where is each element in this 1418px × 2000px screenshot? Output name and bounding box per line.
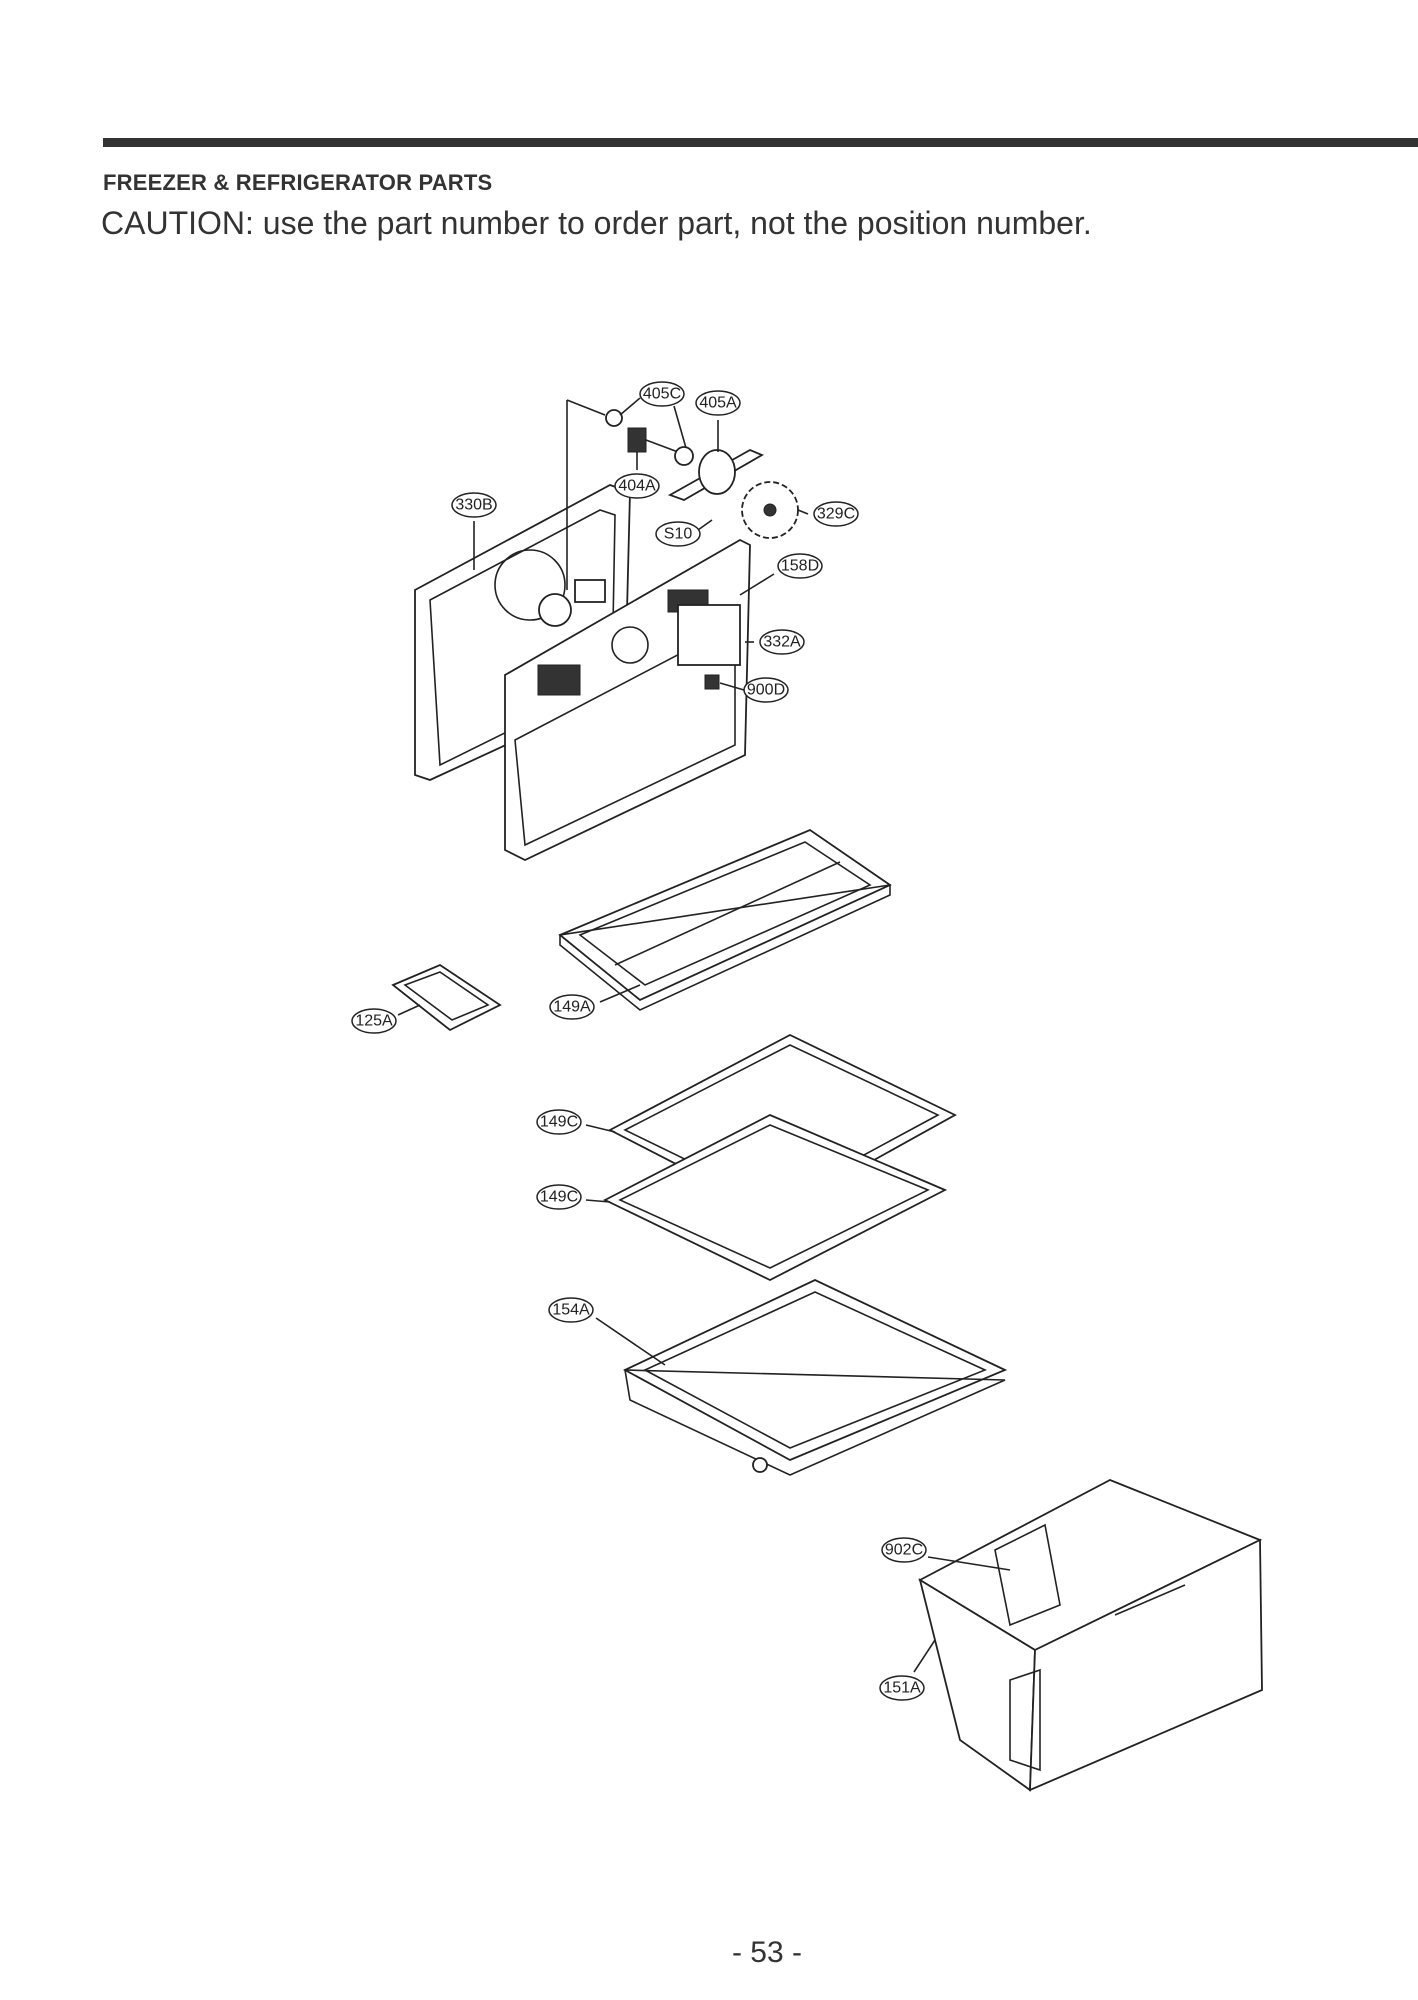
svg-text:404A: 404A (618, 478, 656, 495)
callout-149a: 149A (549, 994, 595, 1020)
svg-text:154A: 154A (552, 1302, 590, 1319)
callout-332a: 332A (759, 629, 805, 655)
svg-text:332A: 332A (763, 634, 801, 651)
svg-text:900D: 900D (747, 682, 785, 699)
ice-tray-125a (391, 963, 502, 1032)
caution-note: CAUTION: use the part number to order pa… (101, 205, 1092, 241)
callout-330b: 330B (451, 492, 497, 518)
crisper-cover-154a (623, 1279, 1008, 1476)
header-rule (103, 138, 1418, 147)
page-number: - 53 - (731, 1936, 803, 1969)
svg-text:330B: 330B (455, 497, 492, 514)
callout-329c: 329C (813, 501, 859, 527)
crisper-drawer-151a (918, 1479, 1263, 1792)
svg-text:149C: 149C (540, 1189, 578, 1206)
leader-lines (397, 397, 1011, 1673)
callout-154a: 154A (548, 1297, 594, 1323)
svg-text:405C: 405C (643, 386, 681, 403)
callout-900d: 900D (743, 677, 789, 703)
callout-s10: S10 (655, 521, 701, 547)
callout-405c: 405C (639, 381, 685, 407)
callout-405a: 405A (695, 390, 741, 416)
callout-902c: 902C (881, 1537, 927, 1563)
shelf-149a (558, 828, 892, 1011)
section-title: FREEZER & REFRIGERATOR PARTS (103, 170, 493, 195)
svg-text:S10: S10 (664, 526, 693, 543)
callout-151a: 151A (879, 1675, 925, 1701)
fan-motor-assembly (566, 399, 799, 590)
callout-149c-upper: 149C (536, 1109, 582, 1135)
svg-text:329C: 329C (817, 506, 855, 523)
svg-text:902C: 902C (885, 1542, 923, 1559)
callout-404a: 404A (614, 473, 660, 499)
front-panel-332a (504, 538, 751, 862)
svg-text:151A: 151A (883, 1680, 921, 1697)
svg-text:125A: 125A (355, 1013, 393, 1030)
callout-125a: 125A (351, 1008, 397, 1034)
svg-text:158D: 158D (781, 558, 819, 575)
svg-text:149C: 149C (540, 1114, 578, 1131)
glass-shelf-149c-lower (602, 1114, 948, 1282)
svg-text:405A: 405A (699, 395, 737, 412)
callout-158d: 158D (777, 553, 823, 579)
svg-text:149A: 149A (553, 999, 591, 1016)
callout-149c-lower: 149C (536, 1184, 582, 1210)
